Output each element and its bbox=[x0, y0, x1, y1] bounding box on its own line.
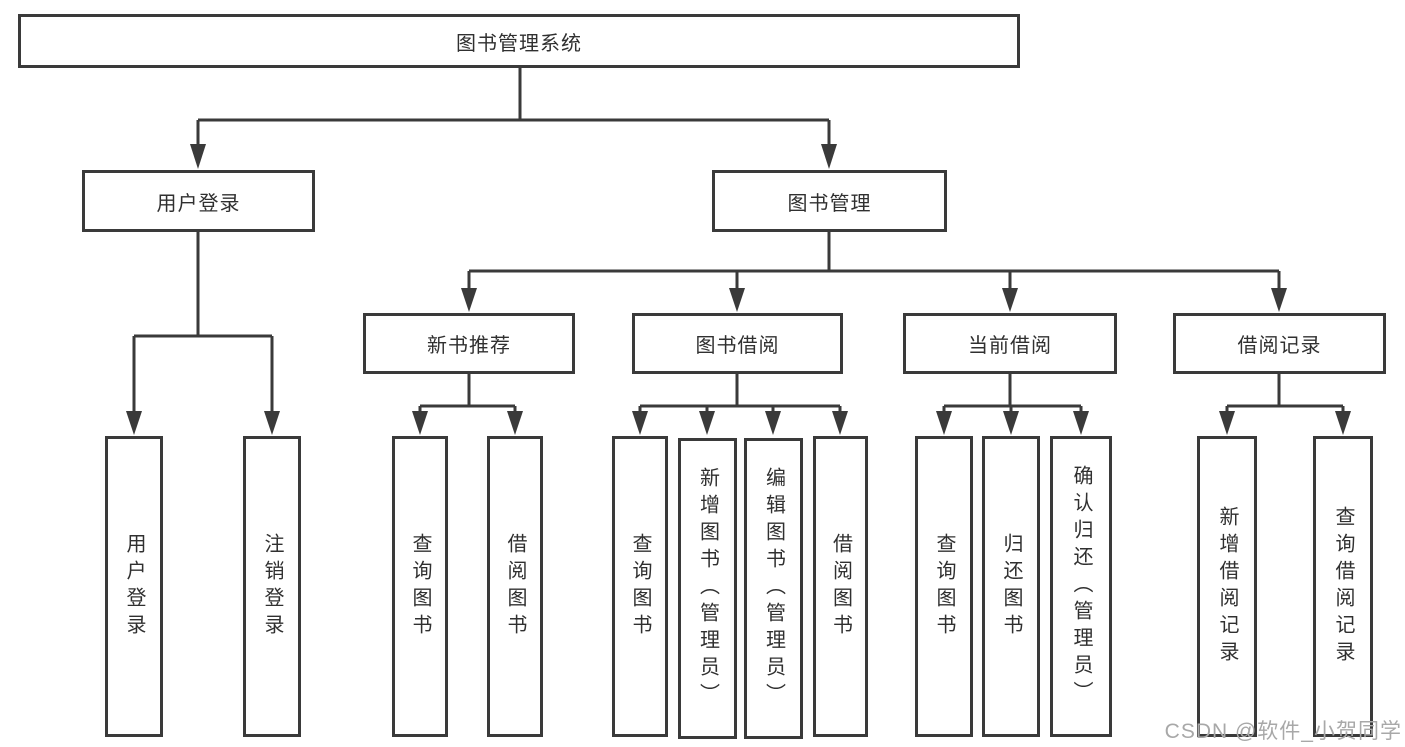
node-book-management: 图书管理 bbox=[712, 170, 947, 232]
node-book-borrowing-label: 图书借阅 bbox=[695, 335, 780, 357]
leaf-query-borrow-record-label: 查询借阅记录 bbox=[1332, 505, 1354, 668]
leaf-return-books-label: 归还图书 bbox=[1000, 532, 1022, 641]
node-current-borrowing-label: 当前借阅 bbox=[968, 335, 1052, 357]
leaf-add-borrow-record-label: 新增借阅记录 bbox=[1216, 505, 1238, 668]
leaf-add-books-admin-label: 新增图书（管理员） bbox=[696, 467, 719, 710]
leaf-add-borrow-record: 新增借阅记录 bbox=[1197, 436, 1257, 737]
node-user-login-label: 用户登录 bbox=[156, 192, 241, 215]
node-new-book-recommend: 新书推荐 bbox=[363, 313, 575, 374]
leaf-query-books-current: 查询图书 bbox=[915, 436, 973, 737]
node-current-borrowing: 当前借阅 bbox=[903, 313, 1117, 374]
node-user-login: 用户登录 bbox=[82, 170, 315, 232]
node-root-label: 图书管理系统 bbox=[456, 32, 582, 55]
node-root: 图书管理系统 bbox=[18, 14, 1020, 68]
leaf-borrow-books-recommend-label: 借阅图书 bbox=[504, 532, 526, 641]
leaf-logout: 注销登录 bbox=[243, 436, 301, 737]
leaf-query-books-borrowing-label: 查询图书 bbox=[629, 532, 651, 641]
watermark: CSDN @软件_小贺同学 bbox=[1164, 720, 1402, 743]
leaf-borrow-books-recommend: 借阅图书 bbox=[487, 436, 543, 737]
node-borrowing-records: 借阅记录 bbox=[1173, 313, 1386, 374]
node-new-book-recommend-label: 新书推荐 bbox=[427, 335, 511, 357]
node-book-management-label: 图书管理 bbox=[787, 192, 872, 215]
leaf-query-books-recommend-label: 查询图书 bbox=[409, 532, 431, 641]
leaf-confirm-return-admin: 确认归还（管理员） bbox=[1050, 436, 1112, 737]
leaf-query-books-borrowing: 查询图书 bbox=[612, 436, 668, 737]
leaf-borrow-books-borrowing-label: 借阅图书 bbox=[829, 532, 852, 641]
leaf-logout-label: 注销登录 bbox=[261, 532, 283, 641]
leaf-user-login-label: 用户登录 bbox=[123, 532, 145, 641]
node-book-borrowing: 图书借阅 bbox=[632, 313, 843, 374]
leaf-add-books-admin: 新增图书（管理员） bbox=[678, 438, 737, 739]
leaf-user-login: 用户登录 bbox=[105, 436, 163, 737]
leaf-borrow-books-borrowing: 借阅图书 bbox=[813, 436, 868, 737]
leaf-confirm-return-admin-label: 确认归还（管理员） bbox=[1070, 465, 1092, 708]
leaf-edit-books-admin: 编辑图书（管理员） bbox=[744, 438, 803, 739]
leaf-edit-books-admin-label: 编辑图书（管理员） bbox=[762, 467, 785, 710]
leaf-query-books-recommend: 查询图书 bbox=[392, 436, 448, 737]
node-borrowing-records-label: 借阅记录 bbox=[1237, 335, 1322, 357]
leaf-query-borrow-record: 查询借阅记录 bbox=[1313, 436, 1373, 737]
leaf-return-books: 归还图书 bbox=[982, 436, 1040, 737]
leaf-query-books-current-label: 查询图书 bbox=[933, 532, 955, 641]
